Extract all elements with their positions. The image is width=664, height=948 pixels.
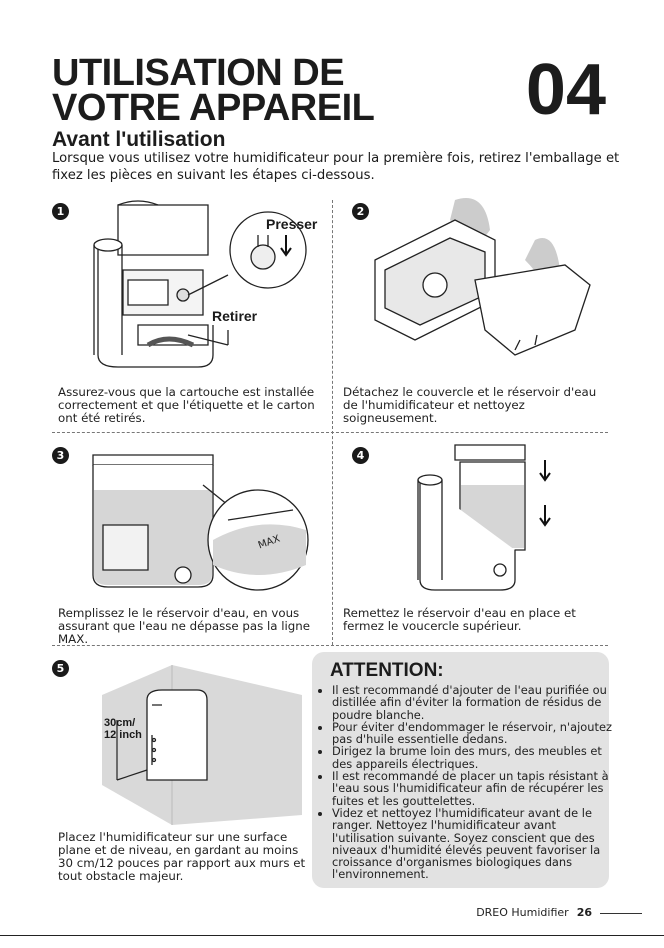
label-remove: Retirer (212, 308, 258, 324)
attention-item: Videz et nettoyez l'humidificateur avant… (332, 807, 619, 881)
step-3-illustration (78, 445, 328, 605)
bottom-divider (0, 935, 664, 936)
page-title: UTILISATION DE VOTRE APPAREIL (52, 52, 375, 129)
label-press: Presser (266, 216, 318, 232)
step-2-illustration (365, 190, 610, 380)
intro-text: Lorsque vous utilisez votre humidificate… (52, 151, 620, 183)
page-footer: DREO Humidifier 26 (476, 906, 642, 919)
step-1-caption: Assurez-vous que la cartouche est instal… (58, 385, 315, 425)
attention-item: Pour éviter d'endommager le réservoir, n… (332, 721, 619, 746)
attention-item: Il est recommandé d'ajouter de l'eau pur… (332, 684, 619, 721)
label-distance-1: 30cm/ (104, 717, 136, 729)
divider-row-2 (52, 645, 608, 646)
page-number: 26 (576, 906, 592, 919)
attention-item: Il est recommandé de placer un tapis rés… (332, 770, 619, 807)
step-4-number: 4 (352, 447, 369, 464)
divider-row-1 (52, 432, 608, 433)
step-2-caption: Détachez le couvercle et le réservoir d'… (343, 385, 597, 425)
step-2-number: 2 (352, 203, 369, 220)
section-number: 04 (525, 50, 606, 130)
step-5-caption: Placez l'humidificateur sur une surface … (58, 830, 306, 883)
divider-column (332, 200, 333, 645)
step-4-illustration (400, 440, 570, 600)
title-line-2: VOTRE APPAREIL (52, 87, 375, 129)
step-1-illustration (78, 195, 328, 380)
attention-box: ATTENTION: Il est recommandé d'ajouter d… (312, 652, 612, 888)
step-3-caption: Remplissez le le réservoir d'eau, en vou… (58, 606, 311, 646)
title-line-1: UTILISATION DE (52, 52, 345, 94)
step-4-caption: Remettez le réservoir d'eau en place et … (343, 606, 576, 633)
label-distance-2: 12 inch (104, 729, 142, 741)
step-5-illustration (62, 655, 307, 830)
step-5-number: 5 (52, 660, 69, 677)
footer-rule (600, 912, 642, 914)
footer-brand: DREO Humidifier (476, 906, 569, 919)
step-1-number: 1 (52, 203, 69, 220)
step-3-number: 3 (52, 447, 69, 464)
attention-item: Dirigez la brume loin des murs, des meub… (332, 745, 619, 770)
attention-title: ATTENTION: (330, 660, 444, 681)
section-subtitle: Avant l'utilisation (52, 128, 226, 151)
attention-list: Il est recommandé d'ajouter de l'eau pur… (318, 684, 619, 881)
